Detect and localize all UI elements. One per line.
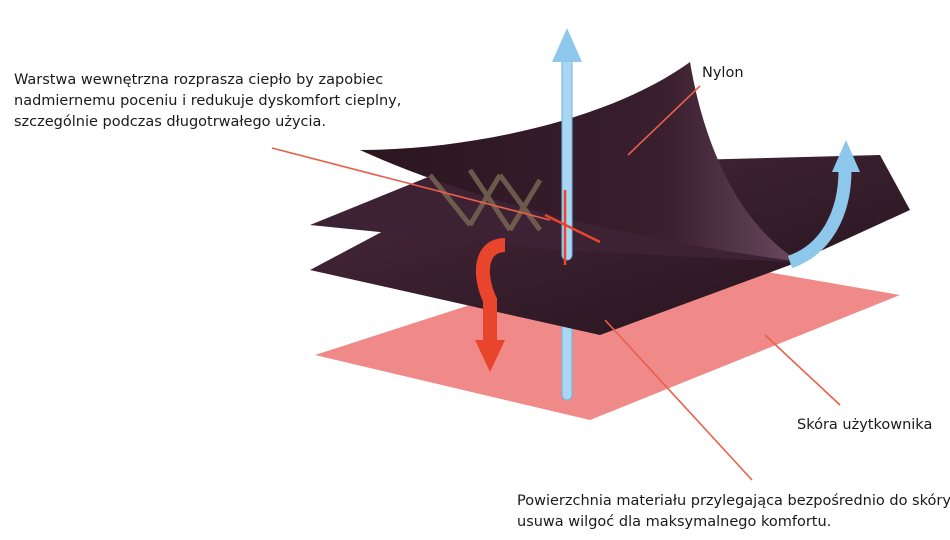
label-line: nadmiernemu poceniu i redukuje dyskomfor… [14,93,402,109]
moisture-arrow-curved [787,140,860,269]
surface-label: Powierzchnia materiału przylegająca bezp… [517,491,950,533]
skin-layer [315,250,900,420]
nylon-layer [360,62,800,262]
leader-lines [271,85,841,481]
label-line: szczególnie podczas długotrwałego użycia… [14,114,327,130]
label-line: Powierzchnia materiału przylegająca bezp… [517,493,950,509]
heat-arrow-down [475,238,506,372]
inner-layer-label: Warstwa wewnętrzna rozprasza ciepło by z… [14,70,401,133]
fiber-strands [428,168,543,232]
label-line: usuwa wilgoć dla maksymalnego komfortu. [517,514,832,530]
skin-label: Skóra użytkownika [797,417,933,433]
nylon-label: Nylon [702,65,744,81]
heat-arrows-small [544,190,601,265]
label-line: Warstwa wewnętrzna rozprasza ciepło by z… [14,72,384,88]
